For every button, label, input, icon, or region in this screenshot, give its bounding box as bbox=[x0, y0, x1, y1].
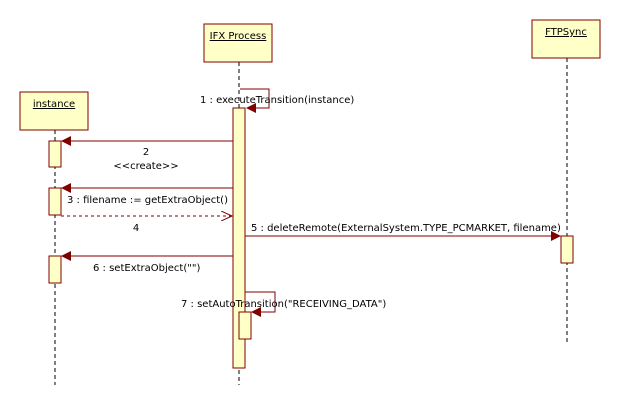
message-5[interactable]: 5 : deleteRemote(ExternalSystem.TYPE_PCM… bbox=[245, 223, 561, 241]
participant-ifx-process[interactable]: IFX Process bbox=[203, 23, 273, 63]
participant-instance-label: instance bbox=[33, 99, 75, 110]
message-7[interactable]: 7 : setAutoTransition("RECEIVING_DATA") bbox=[181, 291, 386, 317]
message-1[interactable]: 1 : executeTransition(instance) bbox=[200, 88, 354, 113]
message-4[interactable]: 4 bbox=[61, 216, 232, 234]
activation-instance-2 bbox=[48, 140, 62, 168]
participant-ftpsync-label: FTPSync bbox=[545, 27, 587, 38]
activation-ifx-main bbox=[232, 107, 246, 369]
activation-ftpsync-5 bbox=[560, 235, 574, 264]
message-2[interactable]: 2 <<create>> bbox=[61, 136, 233, 172]
message-3-label: 3 : filename := getExtraObject() bbox=[67, 195, 228, 206]
message-4-label: 4 bbox=[133, 223, 139, 234]
activation-instance-3 bbox=[48, 187, 62, 216]
participant-instance[interactable]: instance bbox=[19, 91, 89, 131]
message-1-label: 1 : executeTransition(instance) bbox=[200, 95, 354, 106]
message-5-label: 5 : deleteRemote(ExternalSystem.TYPE_PCM… bbox=[251, 223, 561, 234]
message-2-label: 2 bbox=[143, 147, 149, 158]
message-3[interactable]: 3 : filename := getExtraObject() bbox=[61, 183, 233, 206]
message-6[interactable]: 6 : setExtraObject("") bbox=[61, 251, 233, 274]
message-2-stereotype: <<create>> bbox=[113, 161, 178, 172]
activation-instance-6 bbox=[48, 255, 62, 284]
message-7-label: 7 : setAutoTransition("RECEIVING_DATA") bbox=[181, 299, 386, 310]
participant-ifx-process-label: IFX Process bbox=[210, 31, 267, 42]
message-6-label: 6 : setExtraObject("") bbox=[93, 263, 200, 274]
participant-ftpsync[interactable]: FTPSync bbox=[531, 19, 601, 59]
activation-ifx-nested-7 bbox=[238, 311, 252, 340]
